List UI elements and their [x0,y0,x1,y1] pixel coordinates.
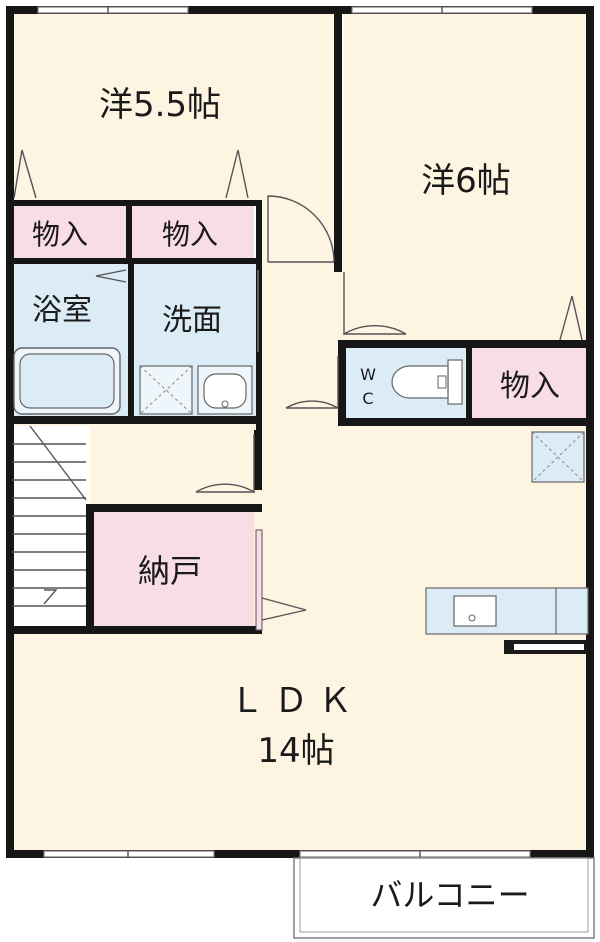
closet-2-label: 物入 [162,218,218,251]
ldk-size-label: 14帖 [257,731,334,771]
sink-icon [197,365,253,415]
floor-western-5-5 [12,12,340,202]
bathroom-label: 浴室 [32,293,92,328]
kitchen-counter [425,587,589,654]
closet-3-label: 物入 [500,369,560,404]
stairs-floor [12,426,90,626]
room-label-western-5-5: 洋5.5帖 [99,85,221,125]
closet-1-floor [12,206,126,258]
interior-walls [6,200,588,634]
closet-1-label: 物入 [32,218,88,251]
bath-door-marker [95,269,127,283]
closet-3-floor [472,346,588,418]
top-windows [37,6,533,14]
floor-ldk [12,424,588,852]
bottom-windows [43,850,531,858]
floor-western-6 [344,12,588,342]
toilet-label-c: C [362,389,373,408]
closet-2-floor [132,206,254,258]
balcony-label: バルコニー [370,876,529,914]
closet-door-markers [13,149,583,341]
ldk-label: ＬＤＫ [230,681,362,721]
washroom-label: 洗面 [162,303,222,338]
ventilation-icon [531,431,585,483]
toilet-icon [391,359,463,405]
storage-label: 納戸 [138,552,202,590]
bathtub-icon [13,347,121,415]
door-swings [195,195,407,631]
balcony [293,857,595,939]
floor-hall [262,200,344,430]
room-label-western-6: 洋6帖 [421,161,511,201]
stairs [12,425,87,607]
toilet-label-w: W [360,365,376,384]
storage-floor [94,510,254,628]
washing-machine-icon [139,365,193,415]
